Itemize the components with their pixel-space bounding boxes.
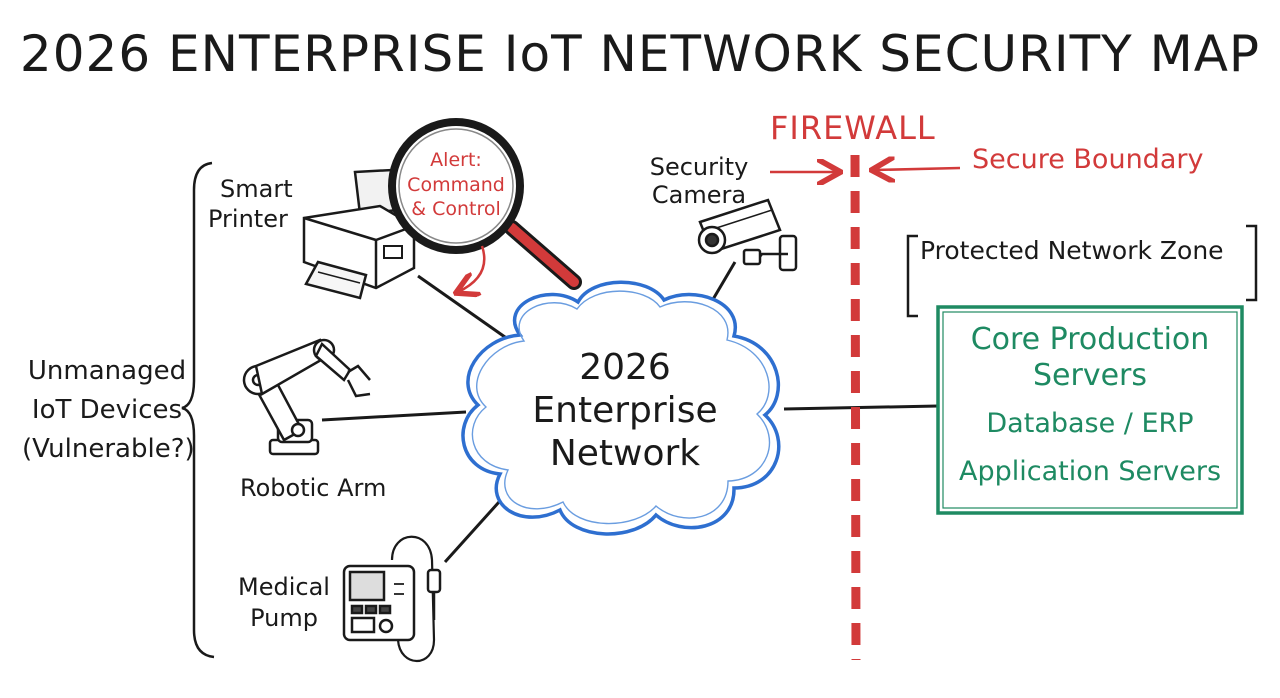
server-box xyxy=(936,305,1244,515)
firewall-label: FIREWALL xyxy=(770,109,936,147)
server-application-label: Application Servers xyxy=(958,456,1222,487)
left-brace xyxy=(181,161,215,659)
cloud-line1: 2026 xyxy=(579,347,671,388)
server-database-label: Database / ERP xyxy=(986,408,1194,439)
protected-zone-label: Protected Network Zone xyxy=(920,236,1224,265)
secure-boundary-label: Secure Boundary xyxy=(972,144,1204,175)
left-group-line1: Unmanaged xyxy=(27,356,187,386)
medical-pump-icon xyxy=(342,535,442,663)
alert-line3: & Control xyxy=(411,198,501,221)
camera-label-line1: Security xyxy=(649,153,749,181)
pump-label: Medical Pump xyxy=(232,572,336,634)
pump-label-line2: Pump xyxy=(250,604,318,633)
camera-label: Security Camera xyxy=(644,153,754,209)
server-title: Core Production Servers xyxy=(940,322,1240,394)
robotic-arm-icon xyxy=(242,338,371,456)
printer-icon xyxy=(302,168,416,300)
printer-label-line2: Printer xyxy=(208,205,288,233)
cloud-label: 2026 Enterprise Network xyxy=(510,346,740,476)
printer-label-line1: Smart xyxy=(220,175,293,203)
robotic-arm-label: Robotic Arm xyxy=(240,474,387,502)
security-camera-icon xyxy=(697,198,798,272)
arrow-right-to-firewall xyxy=(874,168,961,170)
left-group-line2: IoT Devices xyxy=(31,395,183,425)
camera-label-line2: Camera xyxy=(651,180,747,209)
cloud-shape xyxy=(461,280,781,536)
magnifier-icon xyxy=(388,118,582,290)
cloud-line3: Network xyxy=(549,433,701,475)
zone-bracket-right xyxy=(1246,224,1258,302)
cloud-line2: Enterprise xyxy=(532,390,718,432)
firewall-line xyxy=(850,154,861,661)
alert-arrow xyxy=(458,245,486,292)
printer-label: Smart Printer xyxy=(208,174,293,234)
alert-label: Alert: Command & Control xyxy=(400,148,512,222)
pump-label-line1: Medical xyxy=(238,573,330,601)
alert-line2: Command xyxy=(407,173,505,196)
connection-lines xyxy=(321,261,939,564)
page-title: 2026 ENTERPRISE IoT NETWORK SECURITY MAP xyxy=(19,25,1261,83)
left-group-line3: (Vulnerable?) xyxy=(22,434,195,464)
zone-bracket-left xyxy=(906,234,918,318)
alert-line1: Alert: xyxy=(430,149,482,171)
left-group-label: Unmanaged IoT Devices (Vulnerable?) xyxy=(22,352,195,469)
server-line1: Core Production xyxy=(970,322,1210,357)
server-line2: Servers xyxy=(1032,358,1147,393)
